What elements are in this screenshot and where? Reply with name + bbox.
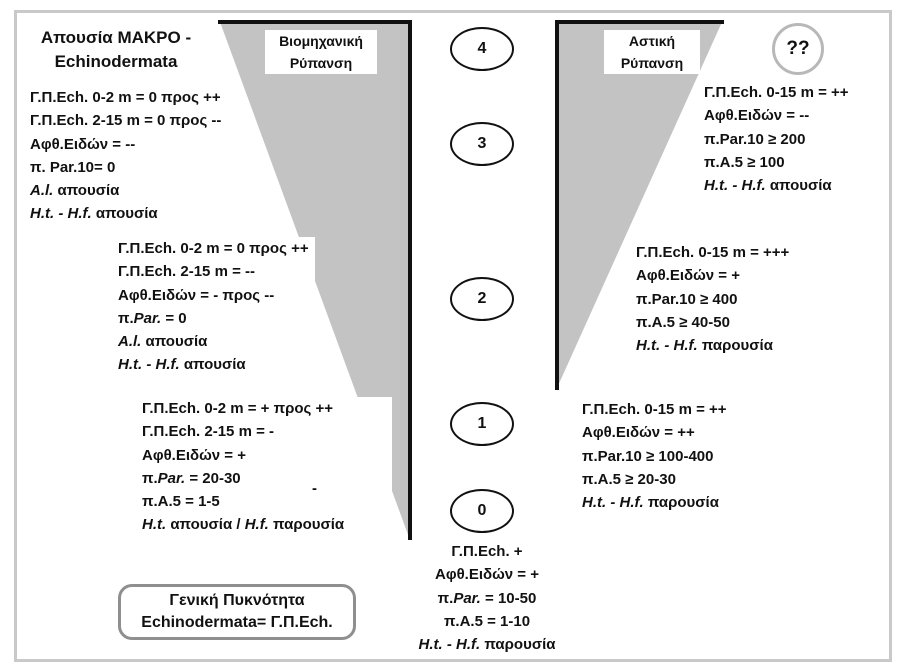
urban-stage-1-text: Γ.Π.Ech. 0-15 m = ++ Αφθ.Ειδών = ++ π.Pa… [578, 398, 733, 517]
text-line: Γ.Π.Ech. 2-15 m = - [142, 423, 274, 441]
text-run: παρουσία [268, 516, 345, 534]
stage-1-circle: 1 [450, 402, 514, 446]
text-run: απουσία [53, 182, 120, 200]
industrial-label-line2: Ρύπανση [289, 55, 353, 71]
diagram-title-line2: Echinodermata [54, 52, 178, 71]
text-line: H.t. - H.f. απουσία [704, 174, 849, 197]
text-run: παρουσία [697, 337, 773, 355]
industrial-stage-1-text: Γ.Π.Ech. 0-2 m = + προς ++ Γ.Π.Ech. 2-15… [138, 397, 392, 537]
text-line: Αφθ.Ειδών = -- [704, 107, 810, 125]
text-run: = 10-50 [480, 589, 537, 607]
stage-0-circle: 0 [450, 489, 514, 533]
text-line: H.t. - H.f. απουσία [30, 202, 221, 225]
text-line: Γ.Π.Ech. 2-15 m = 0 προς -- [30, 112, 222, 130]
text-line: Γ.Π.Ech. 0-15 m = ++ [704, 84, 849, 101]
diagram-frame [14, 10, 892, 662]
text-run: π. [118, 309, 134, 327]
text-run: απουσία / [166, 516, 245, 534]
species-abbrev: H.f. [244, 516, 269, 534]
text-line: Αφθ.Ειδών = + [636, 267, 740, 285]
industrial-label-line1: Βιομηχανική [279, 33, 363, 49]
text-run: π. [142, 469, 158, 487]
legend-line1: Γενική Πυκνότητα [169, 592, 305, 609]
text-run: απουσία [179, 356, 246, 374]
species-abbrev: H.t. - H.f. [118, 356, 180, 374]
text-line: π.Α.5 ≥ 40-50 [636, 313, 730, 331]
text-run: απουσία [91, 205, 158, 223]
text-line: π.Α.5 ≥ 20-30 [582, 470, 676, 488]
text-line: π. Par.10= 0 [30, 158, 116, 176]
urban-pollution-label: Αστική Ρύπανση [604, 30, 700, 74]
text-line: Αφθ.Ειδών = ++ [582, 424, 695, 442]
diagram-title-line1: Απουσία ΜΑΚΡΟ - [40, 28, 192, 47]
text-line: H.t. - H.f. παρουσία [582, 491, 727, 514]
species-abbrev: H.t. - H.f. [418, 636, 481, 654]
stage-3-circle: 3 [450, 122, 514, 166]
text-line: Αφθ.Ειδών = + [435, 566, 539, 584]
legend-line2: Echinodermata= Γ.Π.Ech. [141, 614, 333, 631]
stage-4-circle: 4 [450, 27, 514, 71]
text-line: Γ.Π.Ech. 0-15 m = +++ [636, 244, 790, 261]
species-abbrev: A.l. [30, 182, 54, 200]
text-line: Γ.Π.Ech. 2-15 m = -- [118, 263, 255, 281]
text-line: π.Α.5 = 1-5 [142, 493, 220, 511]
text-line: A.l. απουσία [118, 330, 309, 353]
urban-label-line1: Αστική [628, 33, 676, 49]
text-line: π.Par. = 20-30 [142, 467, 392, 490]
text-run: παρουσία [480, 636, 556, 654]
text-run: = 0 [161, 309, 187, 327]
diagram-title: Απουσία ΜΑΚΡΟ - Echinodermata [28, 26, 204, 74]
text-line: π.Par. = 0 [118, 307, 309, 330]
species-abbrev: Par. [453, 589, 481, 607]
species-abbrev: A.l. [118, 333, 142, 351]
text-line: Γ.Π.Ech. 0-2 m = + προς ++ [142, 400, 334, 417]
text-run: παρουσία [643, 494, 719, 512]
text-line: H.t. - H.f. παρουσία [636, 334, 789, 357]
unknown-badge: ?? [772, 23, 824, 75]
urban-label-line2: Ρύπανση [620, 55, 684, 71]
industrial-stage-3-text: Γ.Π.Ech. 0-2 m = 0 προς ++ Γ.Π.Ech. 2-15… [30, 86, 226, 226]
text-line: Γ.Π.Ech. 0-2 m = 0 προς ++ [30, 89, 221, 106]
stray-dash: - [312, 480, 317, 497]
text-line: H.t. απουσία / H.f. παρουσία [142, 513, 392, 536]
urban-funnel [557, 22, 722, 388]
text-run: = 20-30 [185, 469, 241, 487]
text-line: A.l. απουσία [30, 179, 221, 202]
text-run: απουσία [141, 333, 208, 351]
text-run: π. [437, 589, 454, 607]
text-line: π.Par. = 10-50 [404, 587, 570, 610]
text-line: Αφθ.Ειδών = + [142, 446, 246, 464]
text-line: Αφθ.Ειδών = - προς -- [118, 286, 275, 304]
urban-stage-2-text: Γ.Π.Ech. 0-15 m = +++ Αφθ.Ειδών = + π.Pa… [632, 241, 796, 360]
species-abbrev: H.t. - H.f. [636, 337, 698, 355]
species-abbrev: H.t. - H.f. [30, 205, 92, 223]
species-abbrev: Par. [133, 309, 162, 327]
text-line: π.Par.10 ≥ 200 [704, 130, 806, 148]
abbreviation-legend: Γενική Πυκνότητα Echinodermata= Γ.Π.Ech. [118, 584, 356, 640]
text-line: Γ.Π.Ech. + [451, 543, 523, 560]
text-line: H.t. - H.f. παρουσία [404, 633, 570, 656]
species-abbrev: H.t. - H.f. [704, 177, 766, 195]
text-run: απουσία [765, 177, 832, 195]
species-abbrev: Par. [157, 469, 186, 487]
text-line: π.Par.10 ≥ 400 [636, 290, 738, 308]
text-line: Αφθ.Ειδών = -- [30, 135, 136, 153]
urban-stage-3-text: Γ.Π.Ech. 0-15 m = ++ Αφθ.Ειδών = -- π.Pa… [700, 81, 855, 200]
text-line: Γ.Π.Ech. 0-15 m = ++ [582, 401, 727, 418]
text-line: π.Α.5 = 1-10 [443, 612, 531, 630]
industrial-stage-2-text: Γ.Π.Ech. 0-2 m = 0 προς ++ Γ.Π.Ech. 2-15… [114, 237, 315, 381]
industrial-pollution-label: Βιομηχανική Ρύπανση [265, 30, 377, 74]
text-line: Γ.Π.Ech. 0-2 m = 0 προς ++ [118, 240, 309, 257]
text-line: π.Α.5 ≥ 100 [704, 153, 785, 171]
species-abbrev: H.t. - H.f. [582, 494, 644, 512]
stage-2-circle: 2 [450, 277, 514, 321]
stage-0-text: Γ.Π.Ech. + Αφθ.Ειδών = + π.Par. = 10-50 … [404, 540, 570, 657]
text-line: π.Par.10 ≥ 100-400 [582, 447, 714, 465]
species-abbrev: H.t. [142, 516, 167, 534]
text-line: H.t. - H.f. απουσία [118, 353, 309, 376]
